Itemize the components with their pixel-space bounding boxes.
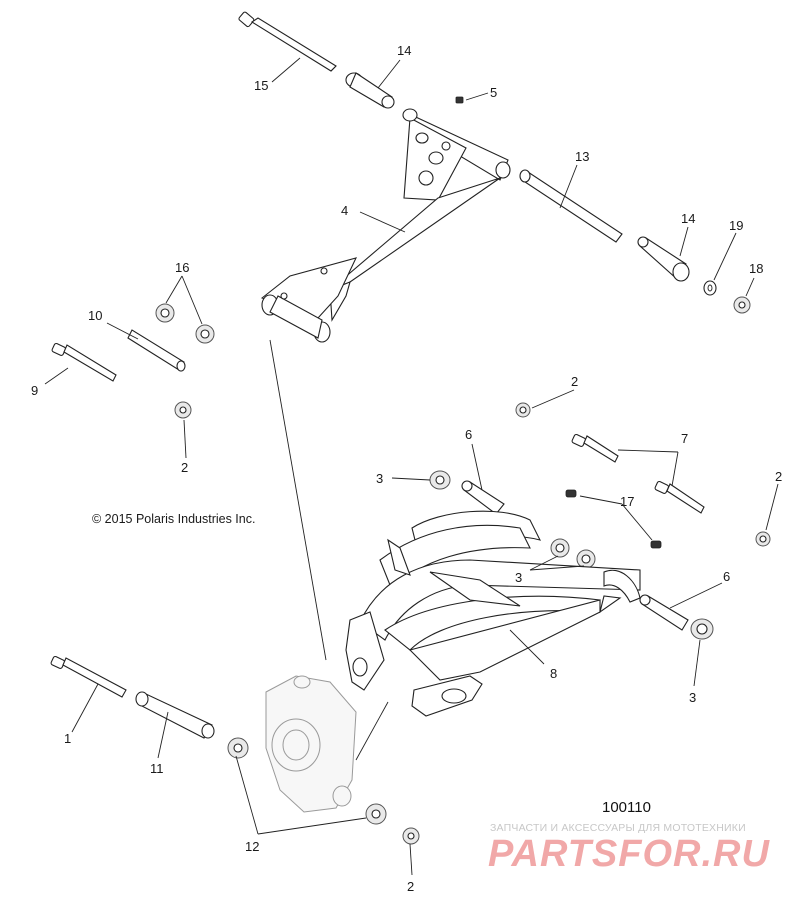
part-3-bushings-middle bbox=[550, 538, 596, 569]
part-15-bolt bbox=[238, 11, 337, 72]
watermark-caption: ЗАПЧАСТИ И АКСЕССУАРЫ ДЛЯ МОТОТЕХНИКИ bbox=[490, 822, 746, 834]
callout-12: 12 bbox=[245, 839, 259, 854]
watermark-logo: PARTSFOR.RU bbox=[488, 833, 770, 875]
part-6-sleeve-lower bbox=[639, 594, 689, 631]
callout-3-lower: 3 bbox=[689, 690, 696, 705]
callout-14-right: 14 bbox=[681, 211, 695, 226]
callout-2-center: 2 bbox=[571, 374, 578, 389]
callout-2-right: 2 bbox=[775, 469, 782, 484]
callout-14-top: 14 bbox=[397, 43, 411, 58]
part-18-nut bbox=[733, 296, 751, 314]
part-14-bushing-top bbox=[345, 72, 395, 109]
part-9-bolt bbox=[51, 342, 117, 382]
part-11-sleeve bbox=[135, 691, 215, 739]
part-6-sleeve-upper bbox=[461, 480, 505, 515]
diagram-number: 100110 bbox=[602, 799, 651, 816]
callout-17: 17 bbox=[620, 494, 634, 509]
part-16-bushings bbox=[155, 303, 215, 344]
callout-9: 9 bbox=[31, 383, 38, 398]
part-7-bolts bbox=[571, 433, 705, 514]
watermark: ЗАПЧАСТИ И АКСЕССУАРЫ ДЛЯ МОТОТЕХНИКИ PA… bbox=[488, 822, 770, 875]
part-2-nut-bottom bbox=[402, 827, 420, 845]
part-10-sleeve bbox=[127, 329, 186, 372]
part-8-trailing-arm bbox=[345, 510, 641, 717]
leader-lines bbox=[44, 57, 779, 876]
part-2-nut-left bbox=[174, 401, 192, 419]
callout-5: 5 bbox=[490, 85, 497, 100]
callout-2-bottom: 2 bbox=[407, 879, 414, 894]
part-3-bushing-upper bbox=[429, 470, 451, 490]
part-14-bushing-right bbox=[637, 236, 690, 282]
callout-6-lower: 6 bbox=[723, 569, 730, 584]
part-1-bolt bbox=[50, 655, 127, 698]
callout-19: 19 bbox=[729, 218, 743, 233]
callout-8: 8 bbox=[550, 666, 557, 681]
callout-18: 18 bbox=[749, 261, 763, 276]
part-12-bushings bbox=[227, 737, 387, 825]
part-2-nut-right bbox=[755, 531, 771, 547]
knuckle-ghost bbox=[265, 675, 357, 813]
part-2-nut-center bbox=[515, 402, 531, 418]
callout-1: 1 bbox=[64, 731, 71, 746]
part-13-pin bbox=[519, 169, 623, 243]
copyright-notice: © 2015 Polaris Industries Inc. bbox=[92, 512, 255, 526]
callout-labels: 15 14 5 13 4 14 19 18 16 10 9 2 2 6 7 3 … bbox=[31, 43, 782, 894]
callout-15: 15 bbox=[254, 78, 268, 93]
callout-11: 11 bbox=[150, 761, 164, 776]
part-19-washer bbox=[703, 280, 717, 296]
part-5-nut bbox=[455, 96, 464, 104]
callout-3-middle: 3 bbox=[515, 570, 522, 585]
callout-7: 7 bbox=[681, 431, 688, 446]
part-4-upper-arm bbox=[260, 108, 511, 343]
callout-10: 10 bbox=[88, 308, 102, 323]
part-3-bushing-lower bbox=[690, 618, 714, 640]
part-17-grease-fittings bbox=[565, 489, 662, 549]
callout-2-left: 2 bbox=[181, 460, 188, 475]
callout-16: 16 bbox=[175, 260, 189, 275]
callout-13: 13 bbox=[575, 149, 589, 164]
callout-6-upper: 6 bbox=[465, 427, 472, 442]
callout-3-upper: 3 bbox=[376, 471, 383, 486]
callout-4: 4 bbox=[341, 203, 348, 218]
